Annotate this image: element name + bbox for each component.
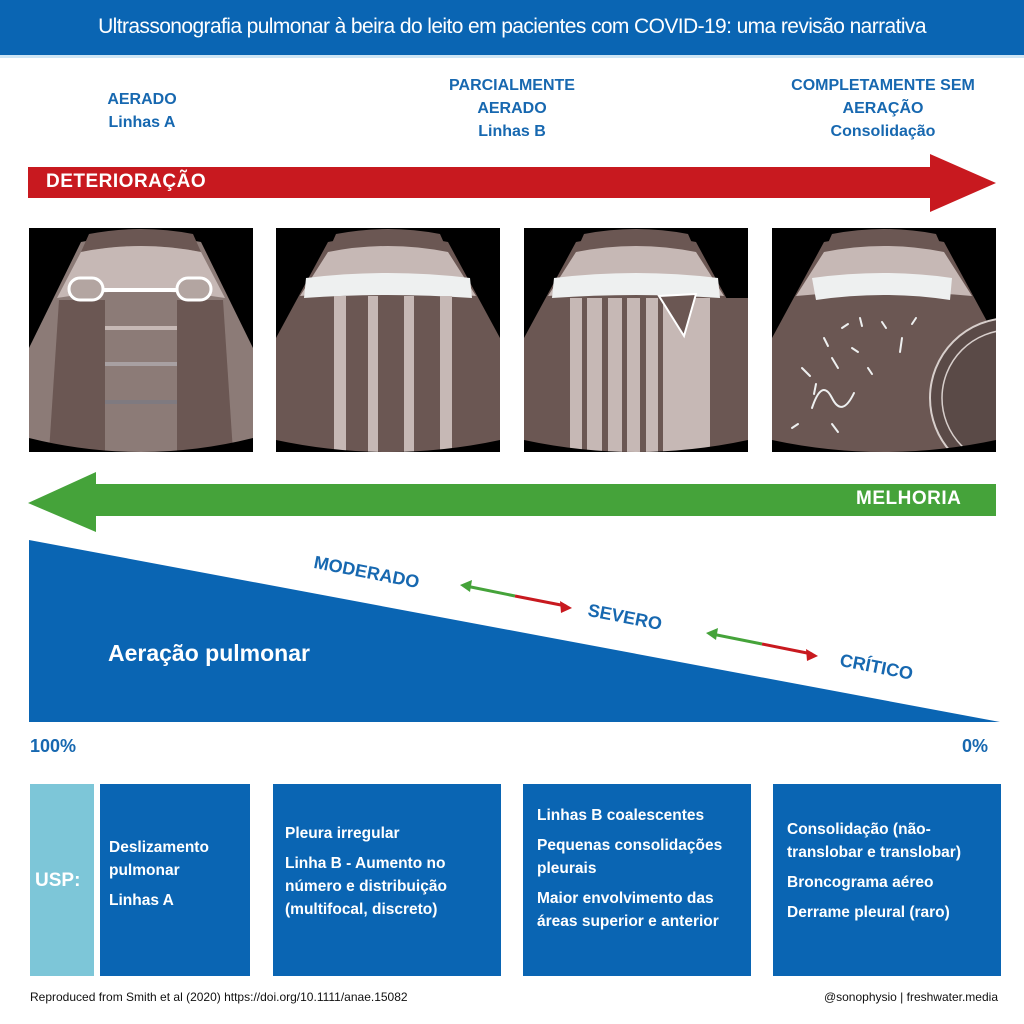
stage-title: AERADO — [107, 91, 177, 108]
deterioration-label: DETERIORAÇÃO — [46, 171, 207, 192]
title-banner: Ultrassonografia pulmonar à beira do lei… — [0, 0, 1024, 58]
finding-item: Maior envolvimento das áreas superior e … — [537, 890, 719, 930]
finding-item: Linhas A — [109, 892, 174, 909]
transition-arrow-1 — [460, 580, 572, 613]
percent-start: 100% — [30, 736, 77, 756]
findings-box-partial: Pleura irregular Linha B - Aumento no nú… — [273, 784, 501, 976]
improvement-arrow — [28, 472, 996, 532]
consolidation-panel — [772, 228, 996, 452]
finding-item: Deslizamento pulmonar — [109, 839, 209, 879]
finding-item: Pleura irregular — [285, 825, 400, 842]
improvement-label: MELHORIA — [856, 488, 962, 509]
stage-aerated: AERADO Linhas A — [62, 88, 222, 134]
page-title: Ultrassonografia pulmonar à beira do lei… — [98, 15, 926, 38]
a-lines-panel — [29, 228, 253, 452]
stage-title: PARCIALMENTE — [449, 77, 575, 94]
finding-item: Pequenas consolidações pleurais — [537, 837, 723, 877]
aeration-wedge — [29, 540, 1000, 722]
aeration-triangle — [29, 540, 1000, 722]
transition-arrow-2 — [706, 628, 818, 661]
deterioration-arrow — [28, 154, 996, 212]
coalescent-b-lines-panel — [524, 228, 748, 452]
stage-title-2: AERAÇÃO — [842, 100, 924, 117]
usp-label-box: USP: — [30, 784, 94, 976]
stage-partially-aerated: PARCIALMENTE AERADO Linhas B — [412, 74, 612, 143]
finding-item: Consolidação (não-translobar e transloba… — [787, 821, 961, 861]
findings-box-aerated: Deslizamento pulmonar Linhas A — [100, 784, 250, 976]
stage-title: COMPLETAMENTE SEM — [791, 77, 975, 94]
stage-title-2: AERADO — [477, 100, 547, 117]
stage-subtitle: Linhas B — [478, 123, 546, 140]
b-lines-panel — [276, 228, 500, 452]
aeration-label: Aeração pulmonar — [108, 640, 310, 666]
stage-non-aerated: COMPLETAMENTE SEM AERAÇÃO Consolidação — [768, 74, 998, 143]
percent-end: 0% — [962, 736, 989, 756]
usp-label: USP: — [35, 870, 81, 891]
findings-box-severe: Linhas B coalescentes Pequenas consolida… — [523, 784, 751, 976]
credit: @sonophysio | freshwater.media — [823, 990, 998, 1004]
stage-subtitle: Linhas A — [108, 114, 176, 131]
finding-item: Broncograma aéreo — [787, 874, 934, 891]
findings-box-critical: Consolidação (não-translobar e transloba… — [773, 784, 1001, 976]
finding-item: Linha B - Aumento no número e distribuiç… — [285, 855, 447, 918]
improvement-arrow-shape — [28, 472, 996, 532]
deterioration-arrow-shape — [28, 154, 996, 212]
finding-item: Derrame pleural (raro) — [787, 904, 950, 921]
stage-subtitle: Consolidação — [830, 123, 936, 140]
source-citation: Reproduced from Smith et al (2020) https… — [30, 990, 408, 1004]
finding-item: Linhas B coalescentes — [537, 807, 705, 824]
